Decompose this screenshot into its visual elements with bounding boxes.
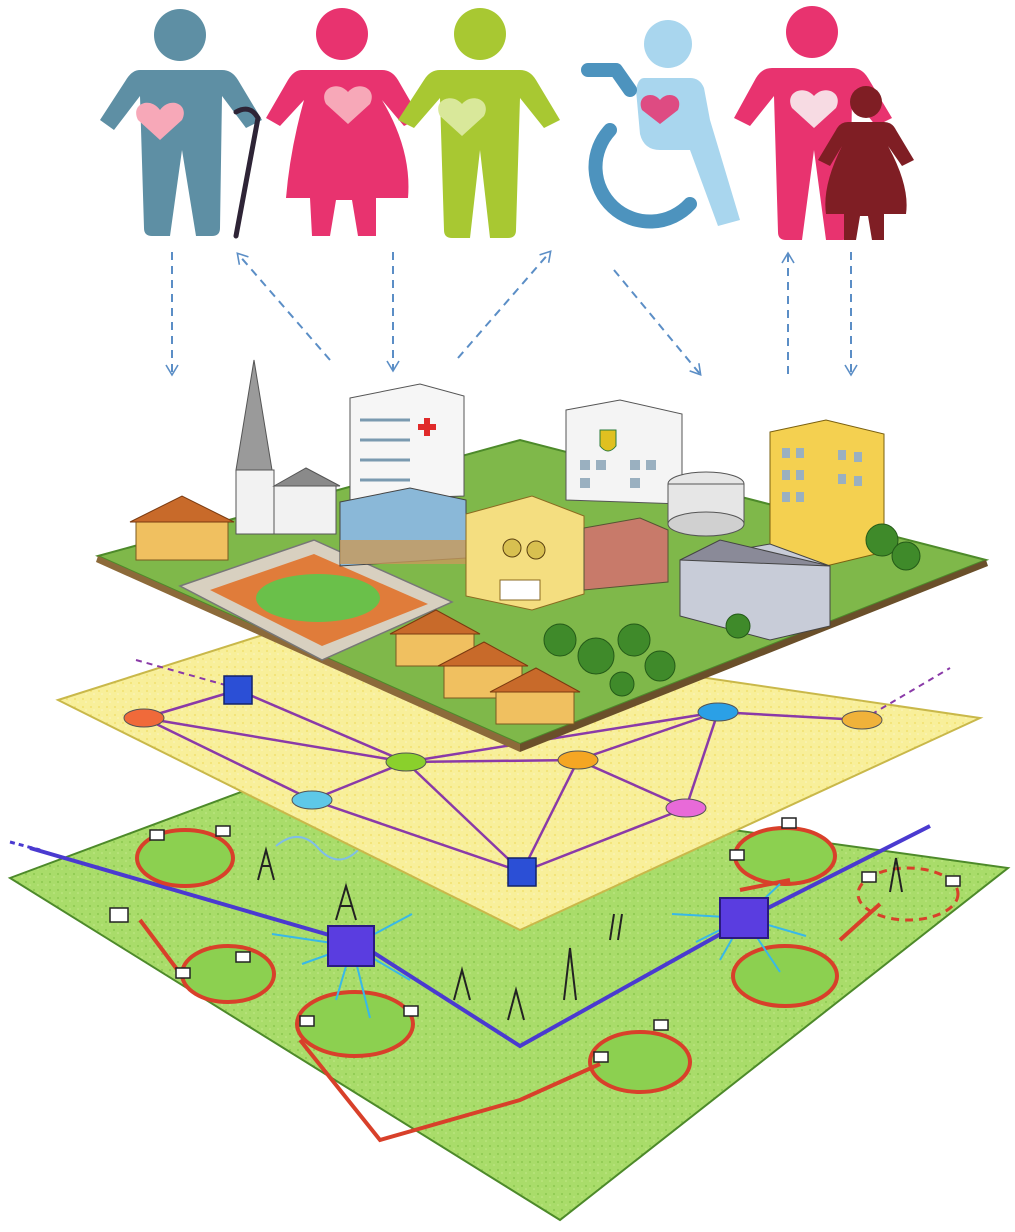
- gateway-icon: [223, 675, 253, 705]
- network-node: [123, 708, 165, 728]
- adult-person-icon: [398, 8, 560, 238]
- elderly-person-icon: [100, 9, 262, 239]
- arrow-up-2: [457, 250, 552, 359]
- network-node: [385, 752, 427, 772]
- house-icon: [129, 495, 235, 561]
- arrow-up-1: [236, 252, 331, 361]
- office-building-icon: [339, 487, 467, 567]
- access-ring: [135, 828, 235, 888]
- parking-garage-icon: [667, 471, 745, 537]
- wheelchair-user-icon: [581, 20, 740, 229]
- store-building-icon: [583, 517, 669, 591]
- infrastructure-layer: [7, 768, 1011, 1222]
- pregnant-woman-icon: [266, 8, 420, 236]
- city-layer: [95, 359, 990, 752]
- antenna-towers: [257, 846, 903, 1021]
- stadium-icon: [178, 539, 454, 661]
- row-houses-icon: [389, 609, 581, 725]
- arrows-group: [165, 250, 858, 377]
- network-node: [697, 702, 739, 722]
- terminal-devices: [109, 817, 961, 1063]
- network-node: [665, 798, 707, 818]
- core-router-icon: [327, 925, 375, 967]
- hospital-icon: [349, 383, 465, 501]
- access-ring: [731, 944, 839, 1008]
- access-ring: [180, 944, 276, 1004]
- sports-hall-icon: [679, 539, 831, 641]
- network-node: [841, 710, 883, 730]
- network-node: [557, 750, 599, 770]
- city-hall-icon: [565, 399, 683, 505]
- access-ring: [588, 1030, 692, 1094]
- backbone-link: [29, 824, 931, 1049]
- core-router-icon: [719, 897, 769, 939]
- arrow-down-3: [613, 269, 702, 376]
- apartment-tower-icon: [769, 419, 885, 567]
- network-layer: [55, 618, 984, 932]
- access-ring: [295, 990, 415, 1058]
- network-nodes: [123, 702, 883, 818]
- network-node: [291, 790, 333, 810]
- parent-with-child-icon: [734, 6, 914, 240]
- trees: [543, 523, 921, 697]
- gateway-icon: [507, 857, 537, 887]
- access-ring-dashed: [856, 866, 960, 922]
- theatre-icon: [465, 495, 585, 611]
- access-ring: [733, 826, 837, 886]
- church-icon: [235, 359, 341, 535]
